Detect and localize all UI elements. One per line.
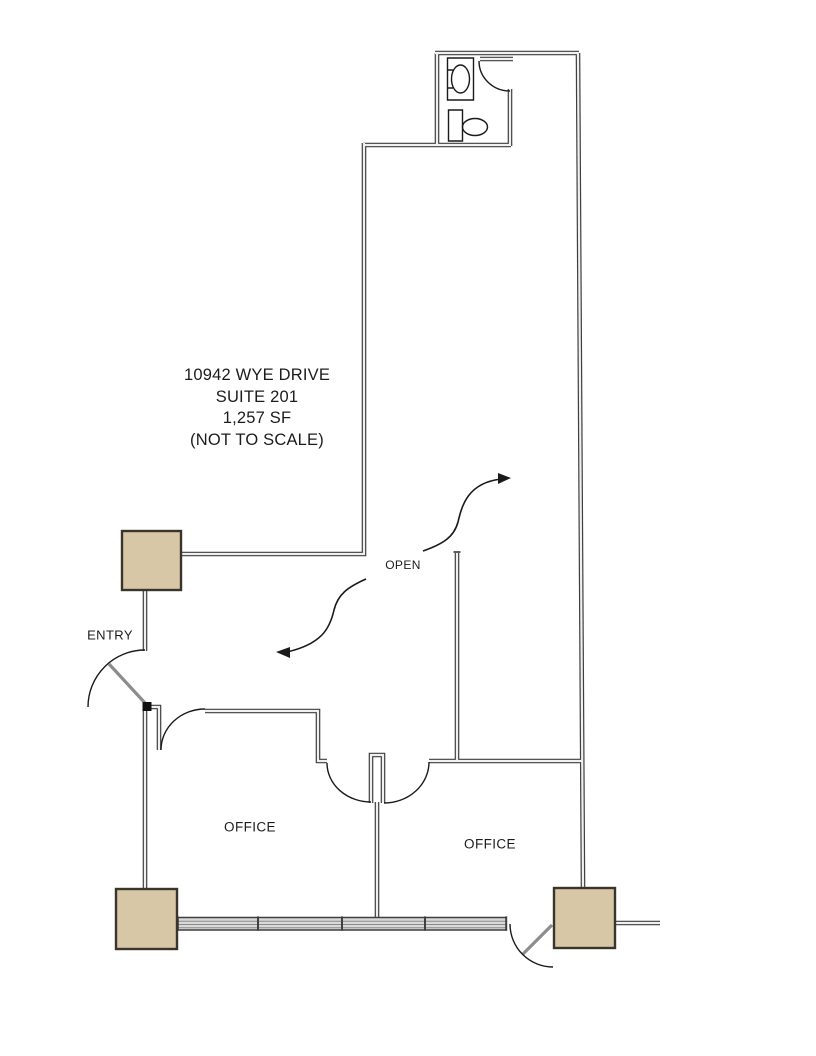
plan-title-address: 10942 WYE DRIVE	[183, 366, 331, 384]
office-left-top-wall-core	[205, 709, 327, 763]
office-left-entry-wall-core	[150, 705, 161, 750]
sink-basin	[461, 117, 489, 137]
flow-arrows	[276, 473, 511, 658]
toilet-bowl	[450, 64, 471, 94]
entry-door-leaf	[107, 662, 148, 706]
divider-opening-jambs-core	[369, 753, 385, 803]
divider-opening-jambs	[368, 752, 386, 803]
corridor-wall-left	[180, 143, 367, 557]
divider-right-door-arc	[383, 761, 430, 804]
window-band	[176, 916, 508, 931]
plan-title: 10942 WYE DRIVE SUITE 201 1,257 SF (NOT …	[184, 365, 330, 451]
flow-arrow-upper	[422, 478, 502, 552]
open-area-label: OPEN	[385, 558, 421, 572]
entry-door-hinge	[142, 702, 152, 711]
office-left-door-arc	[160, 708, 206, 751]
wall-right-core	[576, 52, 585, 889]
column-southwest	[114, 887, 179, 951]
bathroom-door-arc	[478, 60, 511, 92]
sink-counter	[447, 109, 464, 142]
column-southeast	[552, 886, 617, 950]
office-right-label: OFFICE	[464, 836, 516, 852]
column-entry	[120, 529, 183, 592]
exit-door-arc	[509, 923, 554, 968]
divider-left-door-arc	[326, 762, 372, 803]
entry-door-arc	[87, 649, 146, 708]
plan-title-scale-note: (NOT TO SCALE)	[190, 430, 324, 449]
flow-arrow-upper-head	[498, 473, 511, 484]
exit-door-leaf	[521, 923, 554, 956]
detail-lines	[87, 57, 554, 968]
plan-title-area: 1,257 SF	[222, 409, 292, 427]
flow-arrow-lower-head	[276, 647, 290, 658]
office-left-entry-wall	[150, 704, 162, 750]
flow-arrow-lower	[286, 578, 367, 653]
toilet-tank	[446, 57, 475, 101]
toilet-detail-marks	[447, 69, 453, 89]
office-left-label: OFFICE	[224, 819, 276, 835]
walls-core	[143, 51, 660, 925]
columns	[114, 529, 617, 951]
corridor-wall-left-core	[180, 143, 366, 556]
plan-title-suite: SUITE 201	[215, 387, 299, 406]
door-leaves	[107, 662, 554, 956]
entry-label: ENTRY	[87, 627, 133, 643]
office-left-top-wall	[205, 708, 327, 764]
